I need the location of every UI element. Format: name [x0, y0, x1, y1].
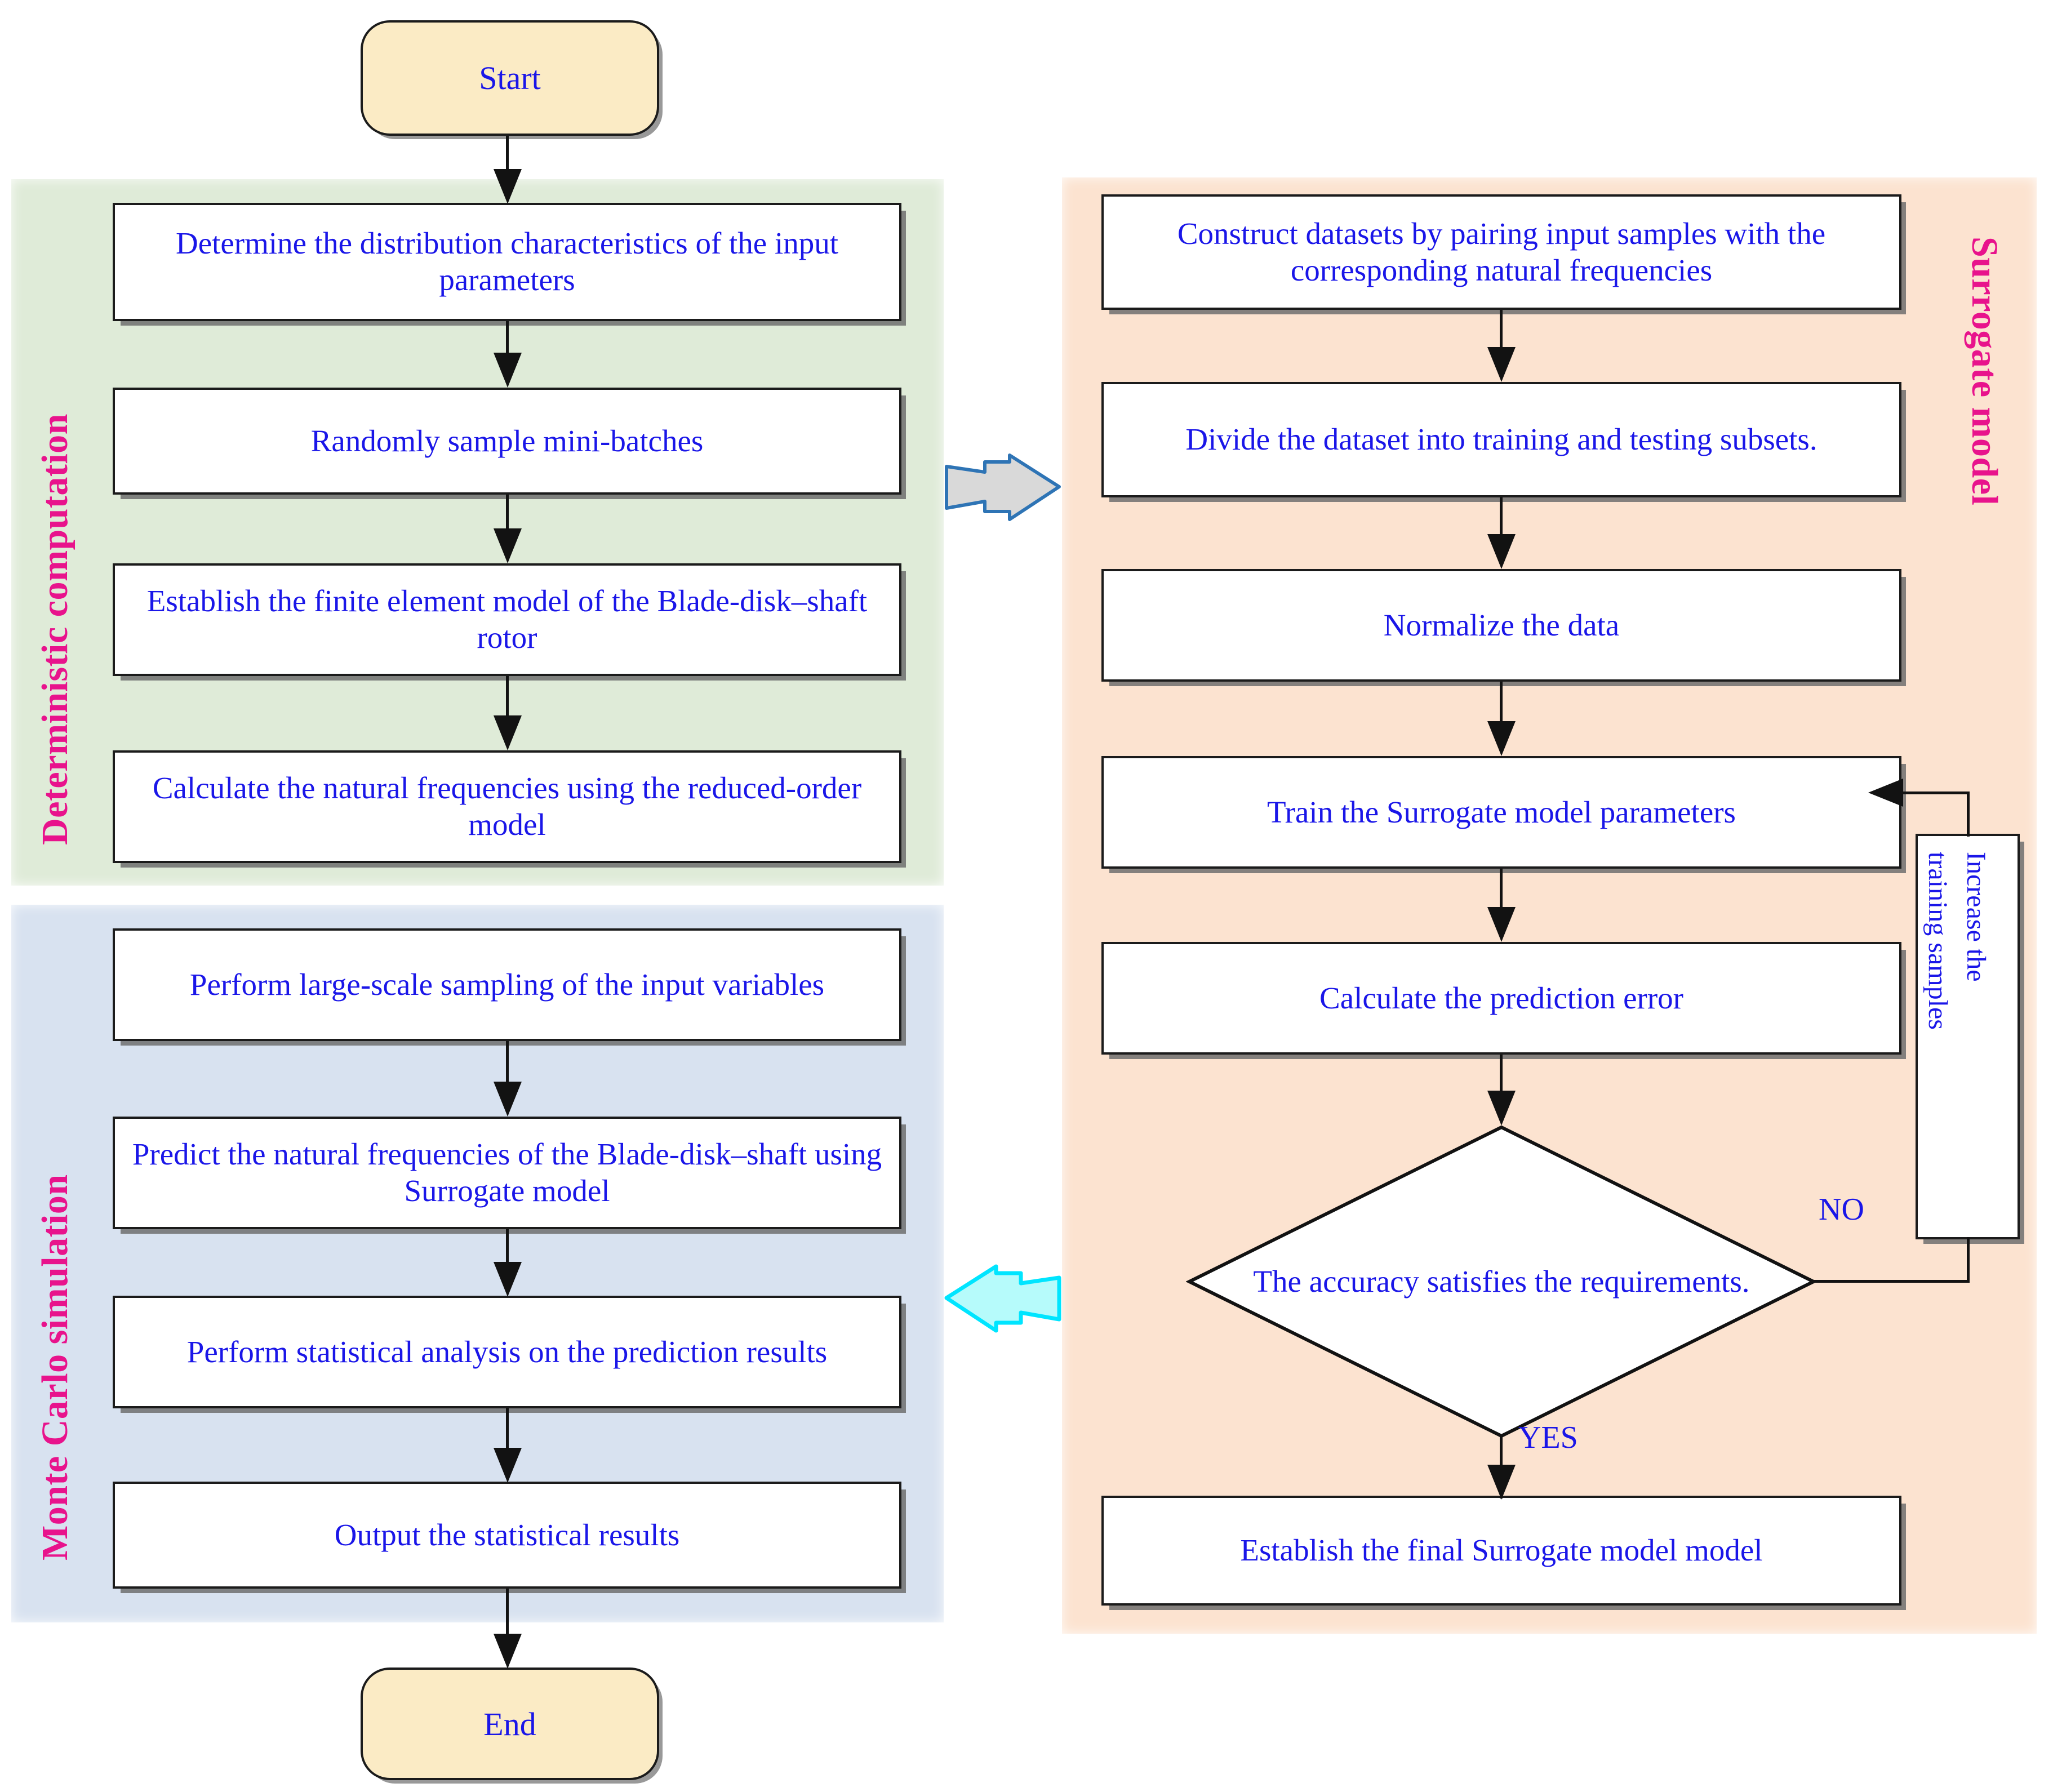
process-box-label: Calculate the natural frequencies using … [152, 771, 862, 842]
connector-start-to-step1 [506, 136, 509, 178]
process-box-label: Perform large-scale sampling of the inpu… [189, 967, 825, 1002]
process-box-label: Perform statistical analysis on the pred… [186, 1334, 828, 1369]
group-label-deterministic: Deterministic computation [34, 413, 75, 845]
connector-mc4-to-end [506, 1589, 509, 1639]
decision-label: The accuracy satisfies the requirements. [1253, 1264, 1750, 1299]
arrowhead-step3-to-step4 [494, 715, 522, 750]
process-box-label: Calculate the prediction error [1319, 980, 1683, 1015]
connector-step3-to-step4 [506, 676, 509, 719]
arrowhead-mc4-to-end [494, 1634, 522, 1669]
connector-mc2-to-mc3 [506, 1229, 509, 1264]
increase-samples-line2: training samples [1923, 852, 1953, 1030]
process-box-normalize-data: Normalize the data [1101, 569, 1901, 682]
process-box-large-scale-sampling: Perform large-scale sampling of the inpu… [113, 928, 901, 1041]
process-box-label: Randomly sample mini-batches [310, 423, 704, 458]
process-box-construct-datasets: Construct datasets by pairing input samp… [1101, 194, 1901, 310]
connector-mc1-to-mc2 [506, 1041, 509, 1086]
arrowhead-start-to-step1 [494, 169, 522, 204]
increase-samples-line1: Increase the [1961, 852, 1991, 982]
striped-left-arrow-icon [941, 1256, 1065, 1341]
group-label-surrogate: Surrogate model [1964, 237, 2005, 506]
connector-r2-to-r3 [1500, 497, 1503, 537]
process-box-label: Train the Surrogate model parameters [1267, 794, 1736, 829]
process-box-predict-frequencies: Predict the natural frequencies of the B… [113, 1117, 901, 1229]
edge-label-yes: YES [1518, 1420, 1578, 1455]
process-box-establish-fem: Establish the finite element model of th… [113, 563, 901, 676]
process-box-label: Normalize the data [1383, 607, 1620, 642]
process-box-label: Predict the natural frequencies of the B… [132, 1137, 882, 1208]
connector-feedback-up [1967, 791, 1970, 837]
terminator-start: Start [361, 20, 659, 136]
process-box-output-results: Output the statistical results [113, 1482, 901, 1589]
arrowhead-step2-to-step3 [494, 528, 522, 563]
group-label-monte-carlo: Monte Carlo simulation [34, 1174, 75, 1560]
terminator-end: End [361, 1668, 659, 1780]
process-box-prediction-error: Calculate the prediction error [1101, 942, 1901, 1055]
connector-mc3-to-mc4 [506, 1408, 509, 1451]
edge-label-no: NO [1819, 1192, 1864, 1227]
process-box-divide-dataset: Divide the dataset into training and tes… [1101, 382, 1901, 497]
connector-r3-to-r4 [1500, 682, 1503, 723]
process-box-calculate-natural-frequencies: Calculate the natural frequencies using … [113, 750, 901, 863]
terminator-end-label: End [483, 1705, 536, 1742]
arrowhead-feedback-to-train [1868, 779, 1903, 807]
arrowhead-mc1-to-mc2 [494, 1082, 522, 1117]
arrowhead-r4-to-r5 [1487, 907, 1516, 942]
connector-r5-to-decision [1500, 1055, 1503, 1094]
process-box-random-sample: Randomly sample mini-batches [113, 388, 901, 495]
connector-step2-to-step3 [506, 495, 509, 528]
process-box-label: Construct datasets by pairing input samp… [1177, 216, 1826, 287]
arrowhead-step1-to-step2 [494, 353, 522, 388]
arrowhead-r3-to-r4 [1487, 721, 1516, 756]
process-box-final-surrogate-model: Establish the final Surrogate model mode… [1101, 1496, 1901, 1606]
arrowhead-mc3-to-mc4 [494, 1448, 522, 1483]
process-box-determine-distribution: Determine the distribution characteristi… [113, 203, 901, 321]
arrowhead-r2-to-r3 [1487, 534, 1516, 569]
connector-feedback-to-train [1887, 791, 1970, 794]
process-box-label: Determine the distribution characteristi… [175, 226, 839, 297]
process-box-label: Output the statistical results [334, 1517, 680, 1552]
process-box-label: Establish the final Surrogate model mode… [1240, 1533, 1763, 1568]
connector-r4-to-r5 [1500, 869, 1503, 909]
process-box-label: Divide the dataset into training and tes… [1185, 422, 1818, 457]
arrowhead-r5-to-decision [1487, 1091, 1516, 1126]
connector-step1-to-step2 [506, 321, 509, 361]
process-box-statistical-analysis: Perform statistical analysis on the pred… [113, 1296, 901, 1408]
process-box-label: Establish the finite element model of th… [146, 584, 868, 655]
arrowhead-r1-to-r2 [1487, 347, 1516, 382]
connector-no-up-to-feedback [1967, 1237, 1970, 1282]
process-box-increase-training-samples: Increase the training samples [1916, 834, 2020, 1239]
process-box-train-surrogate: Train the Surrogate model parameters [1101, 756, 1901, 869]
arrowhead-decision-yes [1487, 1465, 1516, 1500]
decision-accuracy-satisfies: The accuracy satisfies the requirements. [1186, 1124, 1817, 1439]
connector-decision-no-horizontal [1813, 1280, 1970, 1283]
connector-r1-to-r2 [1500, 310, 1503, 350]
arrowhead-mc2-to-mc3 [494, 1262, 522, 1297]
terminator-start-label: Start [479, 60, 541, 96]
striped-right-arrow-icon [941, 445, 1065, 530]
